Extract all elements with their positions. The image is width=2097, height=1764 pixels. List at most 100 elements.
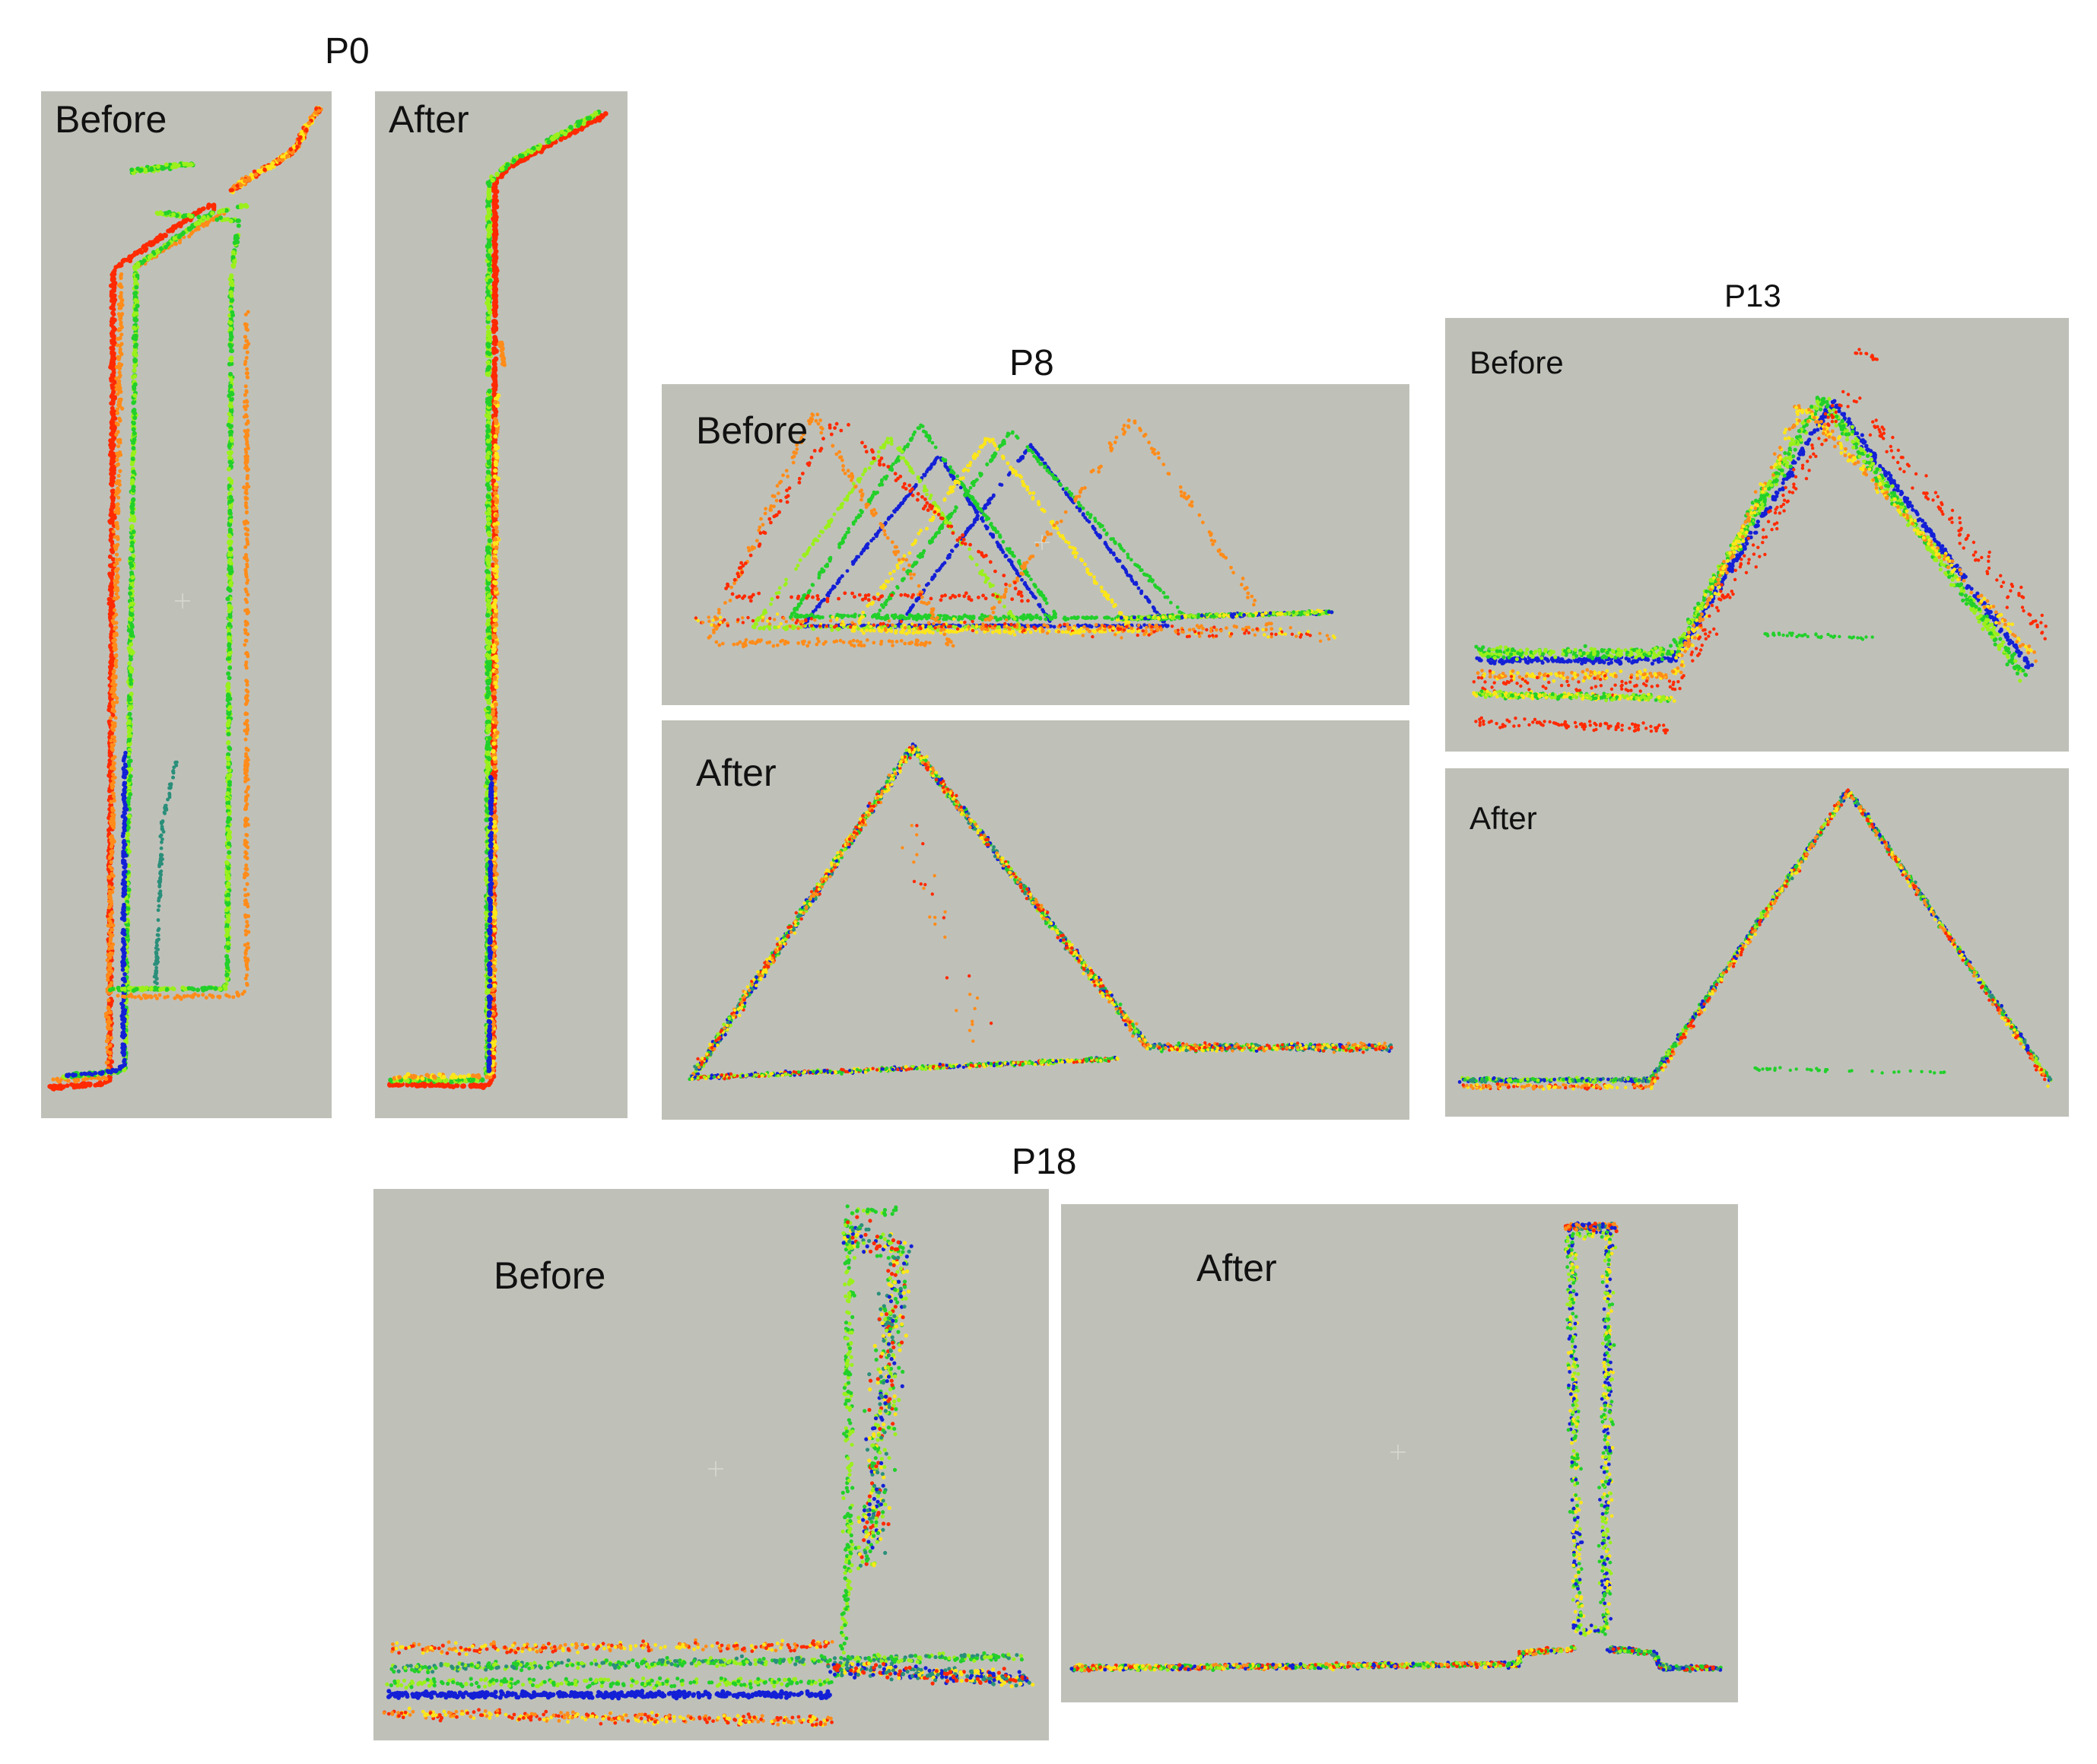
point	[112, 821, 116, 825]
point	[160, 828, 164, 831]
point	[244, 720, 248, 725]
point	[196, 215, 202, 220]
point	[106, 707, 112, 713]
point	[164, 162, 169, 167]
point	[121, 912, 126, 917]
point	[116, 486, 120, 491]
point	[107, 571, 113, 577]
point	[231, 263, 237, 268]
point	[123, 842, 128, 847]
point	[109, 652, 114, 657]
point	[119, 332, 124, 337]
point	[244, 532, 249, 536]
point	[227, 707, 232, 711]
point	[206, 985, 211, 990]
point	[243, 429, 247, 434]
point	[243, 844, 248, 848]
point	[114, 621, 119, 625]
point	[246, 520, 250, 525]
point	[119, 294, 123, 298]
point	[166, 241, 171, 246]
point	[131, 452, 136, 457]
point	[246, 593, 250, 597]
point	[245, 431, 249, 436]
point	[110, 629, 115, 634]
point	[126, 832, 131, 838]
point	[122, 811, 127, 815]
point	[130, 478, 135, 483]
point	[116, 462, 121, 466]
point	[116, 302, 121, 307]
point	[245, 476, 249, 481]
point	[200, 986, 205, 991]
point	[106, 1060, 110, 1065]
point	[225, 217, 230, 222]
point	[129, 540, 135, 545]
point	[243, 799, 248, 803]
point	[183, 994, 186, 999]
point	[173, 760, 178, 764]
point	[114, 592, 119, 596]
point	[106, 968, 110, 972]
point	[244, 450, 249, 454]
point	[122, 782, 126, 787]
point	[108, 923, 113, 928]
point	[224, 961, 230, 966]
point	[126, 986, 132, 991]
point	[117, 383, 122, 387]
p0-title: P0	[325, 30, 370, 72]
point	[149, 166, 154, 171]
point	[243, 976, 248, 981]
point	[118, 347, 122, 351]
point	[246, 653, 249, 657]
point	[227, 621, 232, 627]
point	[243, 838, 247, 843]
point	[120, 1042, 126, 1047]
point	[225, 844, 230, 850]
point	[245, 802, 249, 806]
p0-after-panel: After	[375, 91, 628, 1118]
point	[135, 262, 141, 267]
point	[132, 437, 137, 442]
point	[225, 693, 230, 698]
point	[236, 218, 241, 224]
point	[225, 698, 230, 703]
point	[492, 382, 498, 388]
point	[113, 568, 118, 573]
point	[112, 396, 117, 401]
point	[245, 375, 249, 380]
point	[158, 834, 163, 838]
point	[460, 1083, 465, 1089]
point	[148, 987, 154, 992]
point	[109, 534, 114, 539]
point	[245, 367, 249, 371]
point	[132, 312, 137, 317]
point	[154, 969, 159, 973]
point	[121, 849, 126, 854]
point	[159, 872, 164, 877]
point	[176, 994, 180, 999]
point	[245, 856, 249, 860]
point	[225, 897, 230, 901]
point	[126, 646, 132, 651]
point	[127, 777, 132, 783]
point	[492, 267, 497, 273]
point	[107, 875, 112, 879]
point	[110, 1069, 115, 1073]
point	[244, 389, 249, 394]
point	[113, 265, 119, 270]
point	[229, 377, 234, 383]
point	[165, 210, 170, 215]
point	[130, 456, 135, 462]
point	[126, 726, 132, 731]
point	[110, 297, 116, 302]
point	[228, 456, 234, 461]
point	[105, 1025, 110, 1029]
point	[242, 990, 246, 994]
point	[113, 563, 117, 567]
point	[229, 429, 234, 434]
point	[167, 228, 172, 234]
point	[226, 685, 231, 690]
point	[132, 399, 137, 405]
point	[122, 787, 126, 793]
